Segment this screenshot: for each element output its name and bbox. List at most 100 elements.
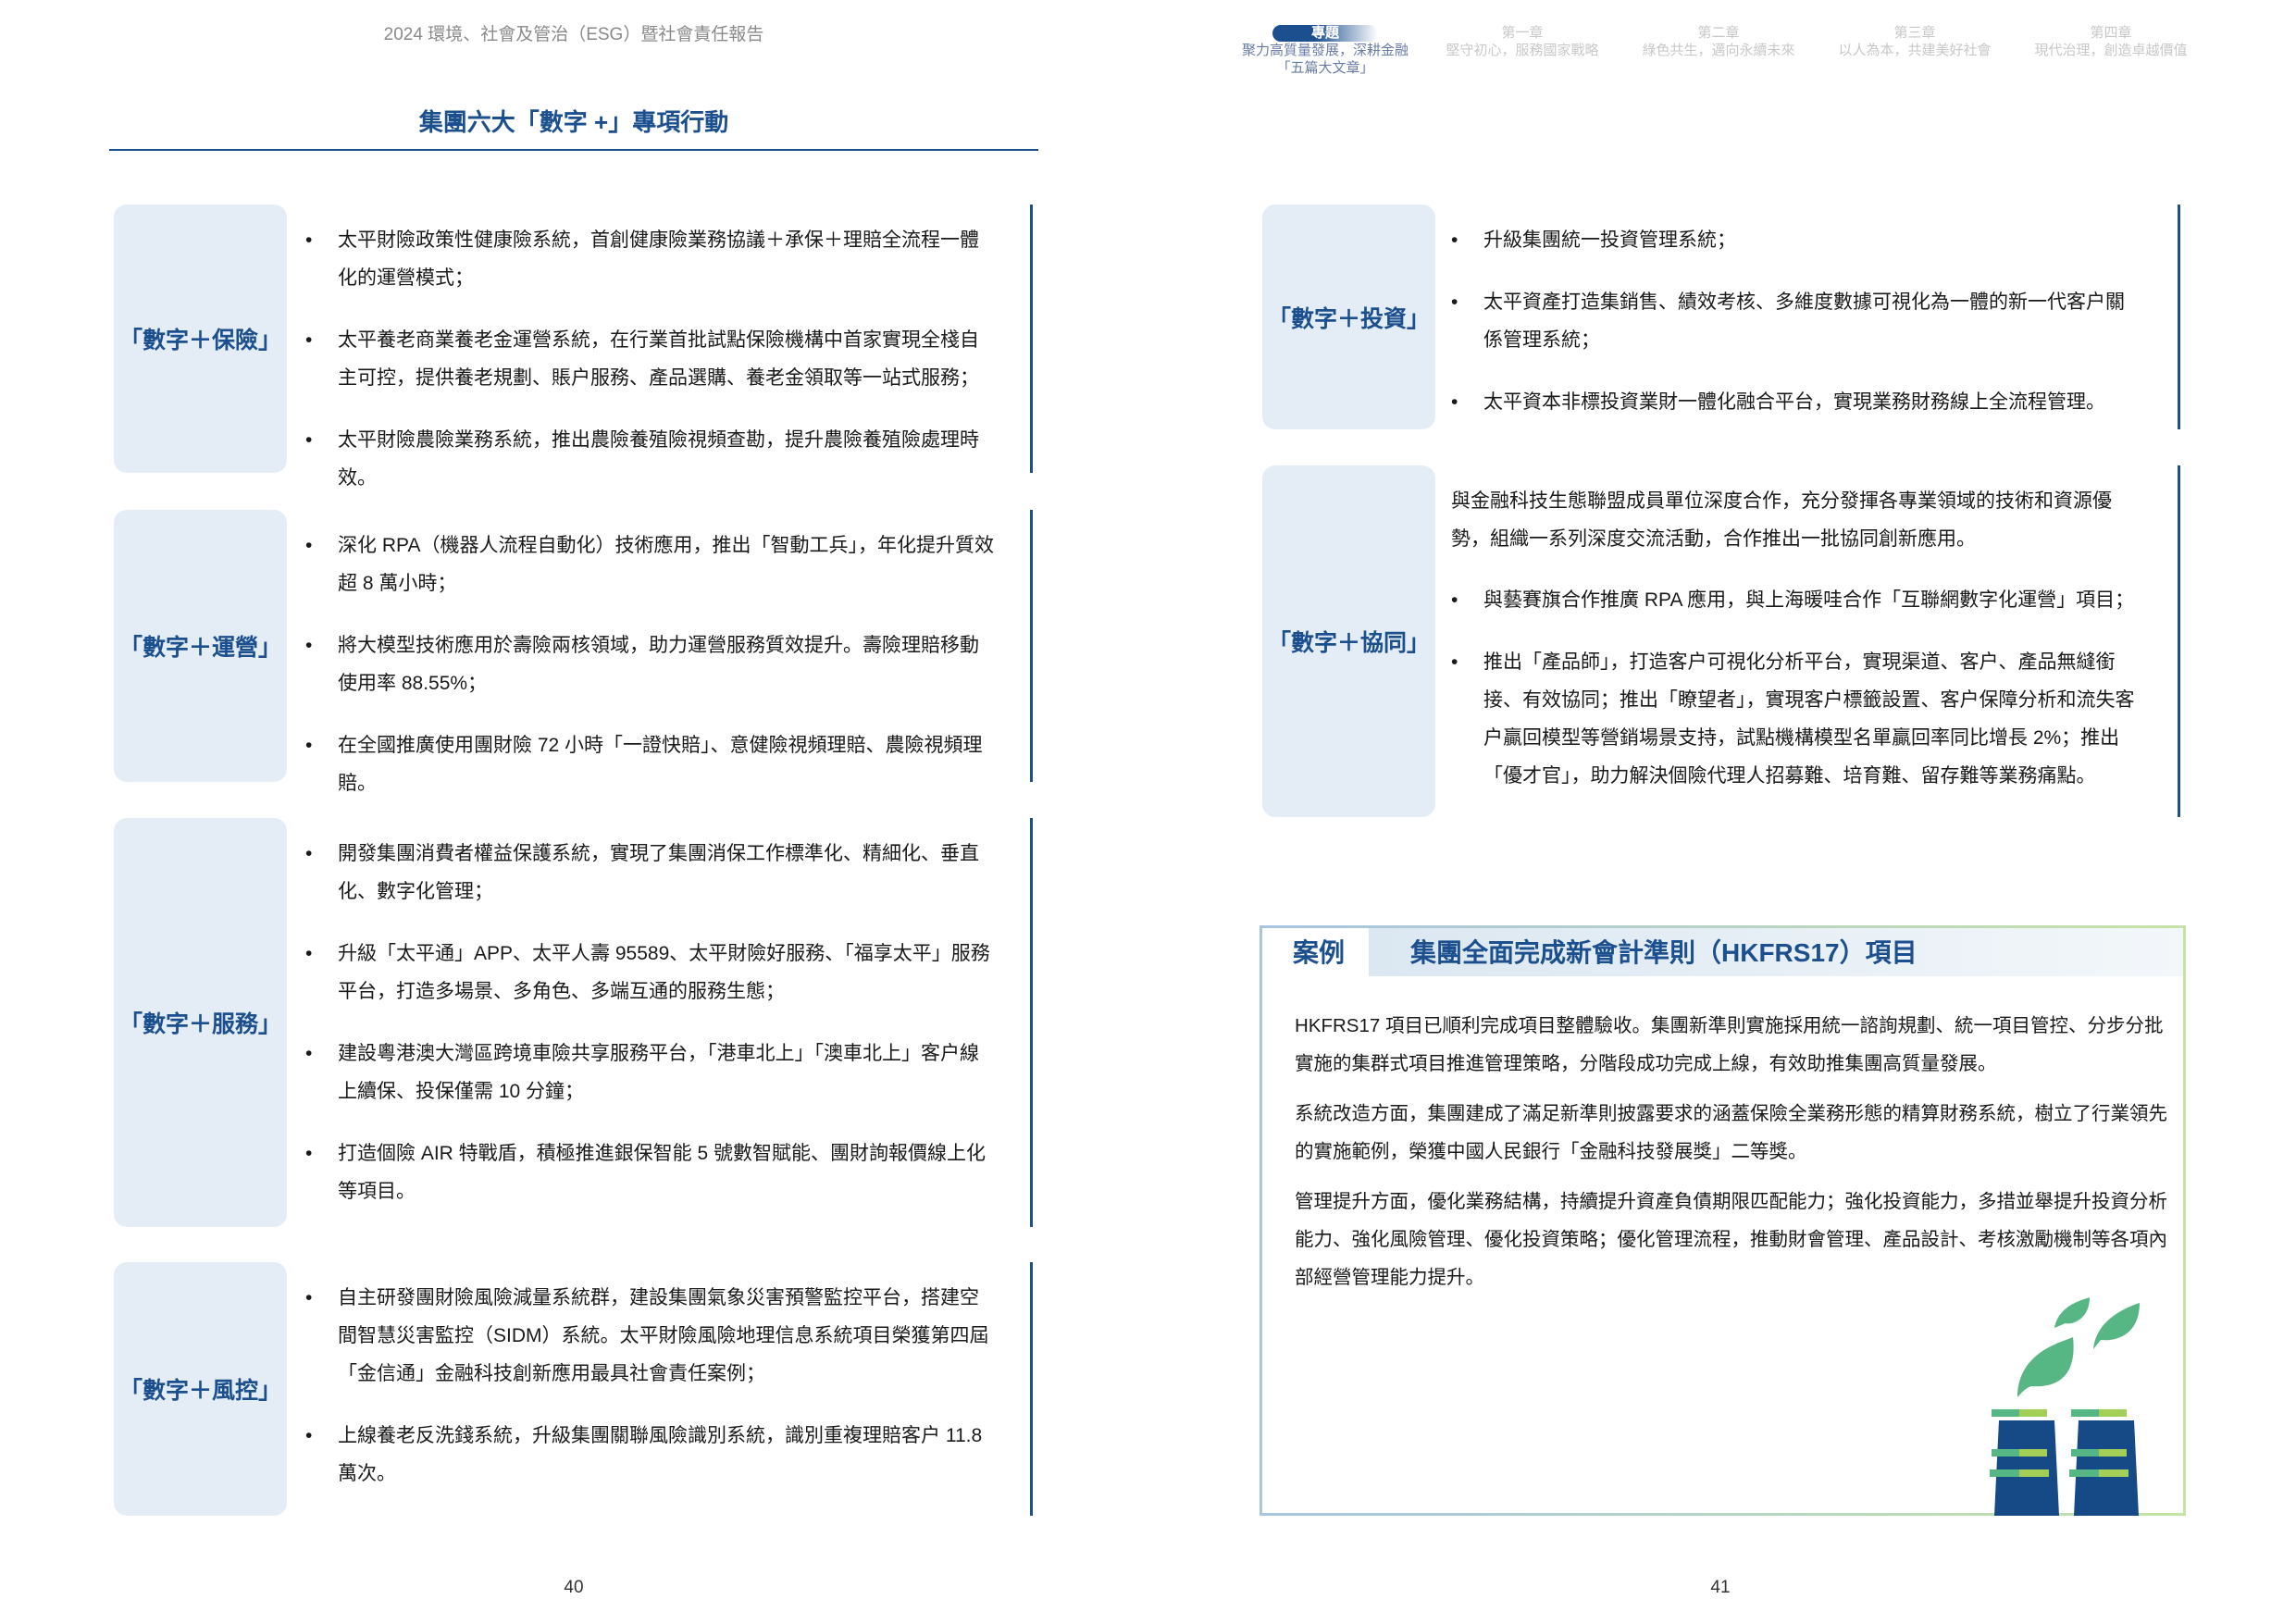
case-paragraph: 系統改造方面，集團建成了滿足新準則披露要求的涵蓋保險全業務形態的精算財務系統，樹… xyxy=(1295,1103,2167,1162)
bullet-icon: • xyxy=(305,535,313,556)
bullet-item: • 上線養老反洗錢系統，升級集團關聯風險識別系統，識別重複理賠客户 11.8 萬次… xyxy=(305,1417,995,1493)
bullet-icon: • xyxy=(1451,651,1458,673)
bullet-icon: • xyxy=(305,1043,313,1064)
case-title: 集團全面完成新會計準則（HKFRS17）項目 xyxy=(1410,938,1917,967)
bullet-item: • 與藝賽旗合作推廣 RPA 應用，與上海暖哇合作「互聯網數字化運營」項目； xyxy=(1451,581,2141,619)
bullet-text: 深化 RPA（機器人流程自動化）技術應用，推出「智動工兵」，年化提升質效超 8 … xyxy=(338,535,994,594)
nav-subtitle-line1: 聚力高質量發展，深耕金融 xyxy=(1241,43,1409,58)
bullet-icon: • xyxy=(1451,391,1458,413)
case-box xyxy=(1260,925,2186,1516)
section-label: 「數字＋風控」 xyxy=(114,1262,287,1516)
nav-label: 第二章 xyxy=(1697,25,1740,41)
bullet-text: 開發集團消費者權益保護系統，實現了集團消保工作標準化、精細化、垂直化、數字化管理… xyxy=(338,843,979,902)
section-content: • 自主研發團財險風險減量系統群，建設集團氣象災害預警監控平台，搭建空間智慧災害監… xyxy=(305,1279,995,1493)
bullet-item: • 推出「產品師」，打造客户可視化分析平台，實現渠道、客户、產品無縫銜接、有效協同… xyxy=(1451,643,2141,795)
bullet-item: • 深化 RPA（機器人流程自動化）技術應用，推出「智動工兵」，年化提升質效超 8… xyxy=(305,527,995,602)
bullet-item: • 自主研發團財險風險減量系統群，建設集團氣象災害預警監控平台，搭建空間智慧災害監… xyxy=(305,1279,995,1393)
bullet-text: 與藝賽旗合作推廣 RPA 應用，與上海暖哇合作「互聯網數字化運營」項目； xyxy=(1483,589,2135,611)
bullet-text: 打造個險 AIR 特戰盾，積極推進銀保智能 5 號數智賦能、團財詢報價線上化等項… xyxy=(338,1143,987,1202)
bullet-item: • 太平養老商業養老金運營系統，在行業首批試點保險機構中首家實現全棧自主可控，提供… xyxy=(305,321,995,397)
page-number-left: 40 xyxy=(564,1578,584,1597)
section-intro: 與金融科技生態聯盟成員單位深度合作，充分發揮各專業領域的技術和資源優勢，組織一系… xyxy=(1451,490,2112,550)
bullet-icon: • xyxy=(305,1425,313,1446)
bullet-icon: • xyxy=(305,1287,313,1308)
section-content: • 深化 RPA（機器人流程自動化）技術應用，推出「智動工兵」，年化提升質效超 8… xyxy=(305,527,995,802)
nav-label: 第四章 xyxy=(2090,25,2132,41)
bullet-item: • 太平財險政策性健康險系統，首創健康險業務協議＋承保＋理賠全流程一體化的運營模式… xyxy=(305,221,995,297)
bullet-list: • 太平財險政策性健康險系統，首創健康險業務協議＋承保＋理賠全流程一體化的運營模式… xyxy=(305,221,995,497)
bullet-list: • 升級集團統一投資管理系統； • 太平資產打造集銷售、績效考核、多維度數據可視化為一… xyxy=(1451,221,2141,421)
bullet-item: • 建設粵港澳大灣區跨境車險共享服務平台，「港車北上」「澳車北上」客户線上續保、投… xyxy=(305,1035,995,1110)
bullet-icon: • xyxy=(305,1143,313,1164)
nav-subtitle: 現代治理，創造卓越價值 xyxy=(2034,43,2188,58)
bullet-icon: • xyxy=(1451,291,1458,313)
bullet-text: 建設粵港澳大灣區跨境車險共享服務平台，「港車北上」「澳車北上」客户線上續保、投保… xyxy=(338,1043,979,1102)
bullet-item: • 在全國推廣使用團財險 72 小時「一證快賠」、意健險視頻理賠、農險視頻理賠。 xyxy=(305,726,995,802)
section-divider-line xyxy=(2178,465,2180,817)
bullet-icon: • xyxy=(305,635,313,656)
bullet-text: 將大模型技術應用於壽險兩核領域，助力運營服務質效提升。壽險理賠移動使用率 88.… xyxy=(338,635,979,694)
nav-item-chapter-2[interactable]: 第二章 綠色共生，邁向永續未來 xyxy=(1620,24,1817,59)
section-content: • 開發集團消費者權益保護系統，實現了集團消保工作標準化、精細化、垂直化、數字化管… xyxy=(305,835,995,1210)
title-divider xyxy=(109,149,1038,151)
nav-label: 第三章 xyxy=(1893,25,1936,41)
bullet-text: 太平資本非標投資業財一體化融合平台，實現業務財務線上全流程管理。 xyxy=(1483,391,2105,413)
section-content: • 升級集團統一投資管理系統； • 太平資產打造集銷售、績效考核、多維度數據可視化為一… xyxy=(1451,221,2141,421)
bullet-item: • 太平資本非標投資業財一體化融合平台，實現業務財務線上全流程管理。 xyxy=(1451,383,2141,421)
nav-subtitle: 綠色共生，邁向永續未來 xyxy=(1642,43,1795,58)
nav-item-chapter-3[interactable]: 第三章 以人為本，共建美好社會 xyxy=(1817,24,2013,59)
section-content: • 太平財險政策性健康險系統，首創健康險業務協議＋承保＋理賠全流程一體化的運營模式… xyxy=(305,221,995,497)
bullet-text: 升級集團統一投資管理系統； xyxy=(1483,229,1736,251)
nav-label: 第一章 xyxy=(1501,25,1544,41)
page-number-right: 41 xyxy=(1710,1578,1731,1597)
bullet-item: • 太平資產打造集銷售、績效考核、多維度數據可視化為一體的新一代客户關係管理系統； xyxy=(1451,283,2141,359)
bullet-icon: • xyxy=(305,735,313,756)
bullet-icon: • xyxy=(305,843,313,864)
case-paragraph: 管理提升方面，優化業務結構，持續提升資產負債期限匹配能力；強化投資能力，多措並舉… xyxy=(1295,1191,2167,1288)
bullet-text: 上線養老反洗錢系統，升級集團關聯風險識別系統，識別重複理賠客户 11.8 萬次。 xyxy=(338,1425,983,1484)
section-label: 「數字＋運營」 xyxy=(114,510,287,782)
bullet-icon: • xyxy=(1451,589,1458,611)
nav-item-chapter-4[interactable]: 第四章 現代治理，創造卓越價值 xyxy=(2013,24,2209,59)
nav-subtitle-line2: 「五篇大文章」 xyxy=(1276,60,1374,76)
report-header: 2024 環境、社會及管治（ESG）暨社會責任報告 xyxy=(383,25,764,44)
bullet-text: 自主研發團財險風險減量系統群，建設集團氣象災害預警監控平台，搭建空間智慧災害監控… xyxy=(338,1287,989,1384)
bullet-item: •升級「太平通」APP、太平人壽 95589、太平財險好服務、「福享太平」服務平… xyxy=(305,935,995,1010)
section-label: 「數字＋協同」 xyxy=(1262,465,1435,817)
bullet-text: 太平財險政策性健康險系統，首創健康險業務協議＋承保＋理賠全流程一體化的運營模式； xyxy=(338,229,979,289)
bullet-item: • 打造個險 AIR 特戰盾，積極推進銀保智能 5 號數智賦能、團財詢報價線上化等… xyxy=(305,1134,995,1210)
bullet-list: • 深化 RPA（機器人流程自動化）技術應用，推出「智動工兵」，年化提升質效超 8… xyxy=(305,527,995,802)
bullet-item: • 開發集團消費者權益保護系統，實現了集團消保工作標準化、精細化、垂直化、數字化管… xyxy=(305,835,995,911)
bullet-item: • 升級集團統一投資管理系統； xyxy=(1451,221,2141,259)
bullet-text: 太平財險農險業務系統，推出農險養殖險視頻查勘，提升農險養殖險處理時效。 xyxy=(338,429,979,489)
section-label: 「數字＋投資」 xyxy=(1262,205,1435,429)
nav-subtitle: 以人為本，共建美好社會 xyxy=(1838,43,1992,58)
bullet-text: 推出「產品師」，打造客户可視化分析平台，實現渠道、客户、產品無縫銜接、有效協同；… xyxy=(1483,651,2135,787)
bullet-text: 太平養老商業養老金運營系統，在行業首批試點保險機構中首家實現全棧自主可控，提供養… xyxy=(338,329,979,389)
nav-subtitle: 堅守初心，服務國家戰略 xyxy=(1446,43,1599,58)
section-label: 「數字＋服務」 xyxy=(114,818,287,1227)
page-title: 集團六大「數字 +」專項行動 xyxy=(418,108,729,136)
case-tag: 案例 xyxy=(1293,938,1346,967)
bullet-list: • 自主研發團財險風險減量系統群，建設集團氣象災害預警監控平台，搭建空間智慧災害監… xyxy=(305,1279,995,1493)
bullet-icon: • xyxy=(305,329,313,351)
section-divider-line xyxy=(1030,510,1033,782)
section-divider-line xyxy=(1030,205,1033,473)
section-content: 與金融科技生態聯盟成員單位深度合作，充分發揮各專業領域的技術和資源優勢，組織一系… xyxy=(1451,482,2141,795)
nav-item-chapter-1[interactable]: 第一章 堅守初心，服務國家戰略 xyxy=(1424,24,1620,59)
nav-label: 專題 xyxy=(1272,25,1378,42)
case-body: HKFRS17 項目已順利完成項目整體驗收。集團新準則實施採用統一諮詢規劃、統一… xyxy=(1295,1007,2174,1308)
section-divider-line xyxy=(2178,205,2180,429)
case-paragraph: HKFRS17 項目已順利完成項目整體驗收。集團新準則實施採用統一諮詢規劃、統一… xyxy=(1295,1015,2164,1074)
bullet-text: 升級「太平通」APP、太平人壽 95589、太平財險好服務、「福享太平」服務平台… xyxy=(338,943,990,1002)
bullet-icon: • xyxy=(1451,229,1458,251)
bullet-text: 在全國推廣使用團財險 72 小時「一證快賠」、意健險視頻理賠、農險視頻理賠。 xyxy=(338,735,983,794)
nav-item-special[interactable]: 專題 聚力高質量發展，深耕金融 「五篇大文章」 xyxy=(1227,24,1423,77)
bullet-item: • 將大模型技術應用於壽險兩核領域，助力運營服務質效提升。壽險理賠移動使用率 88… xyxy=(305,626,995,702)
bullet-item: •太平財險農險業務系統，推出農險養殖險視頻查勘，提升農險養殖險處理時效。 xyxy=(305,421,995,497)
bullet-text: 太平資產打造集銷售、績效考核、多維度數據可視化為一體的新一代客户關係管理系統； xyxy=(1483,291,2125,351)
case-title-band xyxy=(1369,928,2183,976)
section-divider-line xyxy=(1030,1262,1033,1516)
bullet-icon: • xyxy=(305,229,313,251)
bullet-list: • 開發集團消費者權益保護系統，實現了集團消保工作標準化、精細化、垂直化、數字化管… xyxy=(305,835,995,1210)
